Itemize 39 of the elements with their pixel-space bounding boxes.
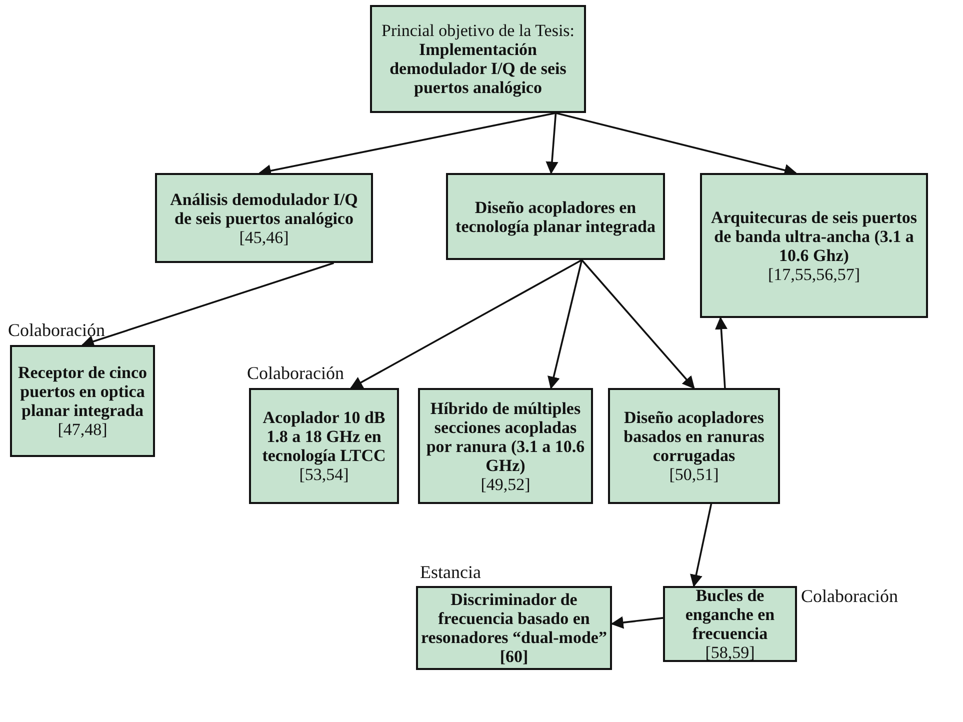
- box-title: Diseño acopladores basados en ranuras corrugadas: [622, 408, 766, 465]
- arrow: [548, 260, 583, 390]
- arrow: [350, 259, 582, 389]
- topic-box: [663, 586, 797, 662]
- arrow: [81, 262, 334, 348]
- topic-box: [155, 173, 373, 263]
- box-title: Receptor de cinco puertos en optica planar integrada: [16, 363, 148, 420]
- box-title: Diseño acopladores en tecnología planar integrada: [454, 198, 656, 236]
- arrow: [714, 316, 728, 388]
- reference-list: [53,54]: [299, 465, 349, 484]
- arrow: [690, 504, 712, 588]
- reference-list: [49,52]: [480, 474, 530, 494]
- note-label: Estancia: [420, 562, 481, 583]
- reference-list: [58,59]: [705, 643, 755, 662]
- note-label: Colaboración: [8, 320, 105, 341]
- box-title: Híbrido de múltiples secciones acopladas por ranura (3.1 a 10.6 GHz): [425, 398, 586, 474]
- arrow: [581, 259, 695, 389]
- box-title: Discriminador de frecuencia basado en resonadores “dual-mode” [60]: [421, 590, 607, 666]
- box-title: Análisis demodulador I/Q de seis puertos analógico: [169, 190, 359, 228]
- reference-list: [50,51]: [669, 465, 719, 484]
- reference-list: [17,55,56,57]: [768, 264, 860, 284]
- topic-box: [10, 345, 155, 457]
- note-label: Colaboración: [247, 363, 344, 384]
- box-title: Acoplador 10 dB 1.8 a 18 GHz en tecnología LTCC: [261, 408, 387, 465]
- topic-box: [249, 388, 399, 504]
- box-heading: Princial objetivo de la Tesis:: [381, 21, 575, 40]
- note-label: Colaboración: [801, 586, 898, 607]
- reference-list: [47,48]: [58, 420, 108, 439]
- topic-box: [446, 173, 665, 260]
- box-title: Arquitecuras de seis puertos de banda ultra-ancha (3.1 a 10.6 Ghz): [710, 208, 918, 264]
- topic-box: [370, 5, 586, 113]
- topic-box: [608, 388, 780, 504]
- box-title: Bucles de enganche en frecuencia: [684, 586, 776, 643]
- arrow: [610, 616, 664, 629]
- topic-box: [700, 173, 928, 318]
- box-title: Implementación demodulador I/Q de seis puertos analógico: [388, 40, 568, 97]
- topic-box: [418, 388, 593, 504]
- reference-list: [45,46]: [239, 228, 289, 246]
- arrow: [546, 112, 558, 174]
